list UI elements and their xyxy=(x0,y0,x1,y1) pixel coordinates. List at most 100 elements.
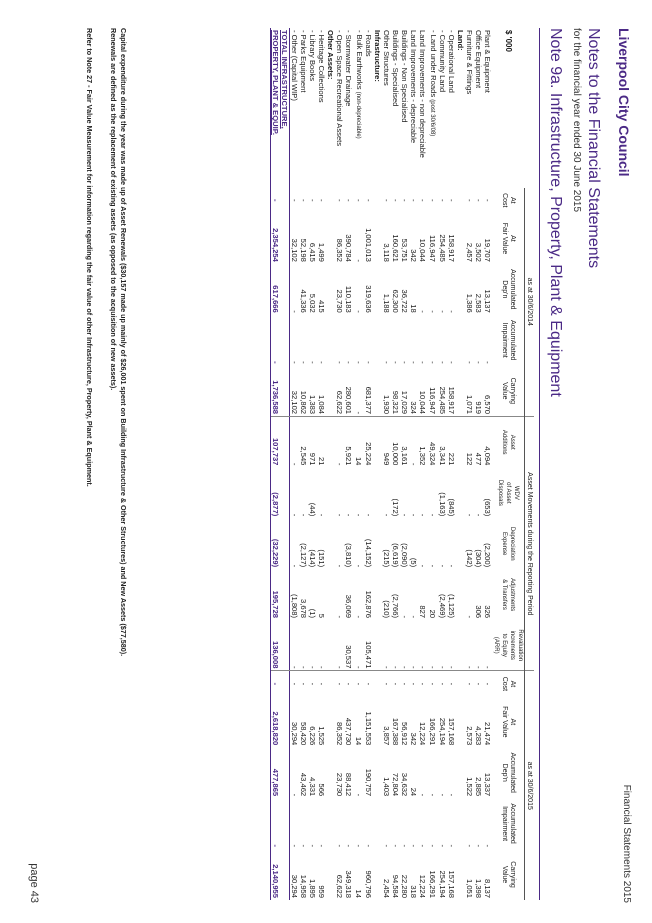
row-label: Furniture & Fittings xyxy=(465,30,474,95)
group-2015-header: as at 30/6/2015 xyxy=(524,670,534,900)
table-cell: 53,751 xyxy=(400,238,409,262)
table-cell: - xyxy=(428,361,437,364)
table-cell: (1,808) xyxy=(290,593,299,619)
table-cell: 1,383 xyxy=(308,395,317,415)
table-cell: - xyxy=(335,361,344,364)
table-cell: 1,522 xyxy=(465,777,474,797)
table-cell: 5,921 xyxy=(344,416,353,468)
table-cell: 349,318 xyxy=(344,870,353,898)
table-cell: - xyxy=(438,665,447,669)
group-2014-header: as at 30/6/2014 xyxy=(524,187,534,417)
table-cell: 41,336 xyxy=(299,289,308,313)
section-row: Land: xyxy=(456,28,465,900)
table-cell: 318 xyxy=(409,885,418,898)
row-label: Land: xyxy=(456,30,465,51)
table-cell: - xyxy=(354,411,363,415)
table-cell: 157,168 xyxy=(447,717,456,746)
table-cell: - xyxy=(438,310,447,313)
total-cell: - xyxy=(270,187,290,213)
table-cell: - xyxy=(409,513,418,517)
row-label: Buildings - Non Specialised xyxy=(400,30,409,123)
table-cell: 94,584 xyxy=(391,874,400,898)
table-cell: (2,127) xyxy=(299,543,308,568)
table-cell: - xyxy=(418,793,427,797)
table-cell: 105,471 xyxy=(364,641,373,669)
table-cell: - xyxy=(447,793,456,797)
table-cell: (2,090) xyxy=(400,543,409,568)
table-cell: - xyxy=(409,665,418,669)
table-cell: 166,291 xyxy=(428,717,437,746)
table-cell: - xyxy=(290,310,299,313)
table-cell: - xyxy=(308,199,317,202)
table-cell xyxy=(326,416,335,468)
table-cell: - xyxy=(418,844,427,848)
table-cell: 971 xyxy=(308,416,317,468)
table-cell xyxy=(326,518,335,569)
table-cell: 1,084 xyxy=(317,395,326,415)
table-cell: - xyxy=(344,513,353,517)
table-cell: - xyxy=(400,361,409,364)
table-cell: - xyxy=(290,513,299,517)
table-cell: 2,583 xyxy=(474,293,483,313)
total-cell: 2,140,955 xyxy=(270,849,290,900)
table-cell: - xyxy=(427,670,438,697)
table-cell xyxy=(456,518,465,569)
table-cell: 116,947 xyxy=(428,234,437,262)
table-cell xyxy=(456,467,465,518)
table-cell: - xyxy=(299,670,308,697)
row-label: Land Improvements - non depreciable xyxy=(418,30,427,158)
table-cell xyxy=(326,747,335,798)
table-cell: - xyxy=(465,615,474,619)
table-cell: - xyxy=(447,665,456,669)
table-cell: - xyxy=(289,670,299,697)
table-cell: - xyxy=(428,513,437,517)
unit-label: $ '000 xyxy=(504,30,514,52)
table-cell: (6,619) xyxy=(391,543,400,568)
total-cell: - xyxy=(270,314,290,366)
table-cell: 58,420 xyxy=(299,722,308,746)
table-cell: - xyxy=(438,844,447,848)
total-cell: 107,737 xyxy=(270,416,290,468)
notes-subtitle: for the financial year ended 30 June 201… xyxy=(571,28,582,213)
table-cell: - xyxy=(335,564,344,568)
table-cell xyxy=(326,569,335,620)
table-cell: 12,224 xyxy=(418,874,427,898)
table-cell: - xyxy=(364,513,373,517)
table-cell: - xyxy=(290,361,299,364)
table-cell: 2,545 xyxy=(299,416,308,468)
total-cell: 477,865 xyxy=(270,747,290,799)
table-cell: - xyxy=(465,199,474,202)
table-cell: - xyxy=(354,615,363,619)
table-cell: (210) xyxy=(382,600,391,619)
table-cell: - xyxy=(438,793,447,797)
table-cell: 166,291 xyxy=(428,870,437,898)
table-cell: 8,137 xyxy=(483,878,492,898)
row-label: - Stormwater Drainage xyxy=(344,30,353,107)
table-cell: - xyxy=(483,844,492,848)
table-cell: - xyxy=(428,844,437,848)
table-cell: - xyxy=(317,670,326,697)
table-cell: - xyxy=(317,844,326,848)
table-cell: 62,622 xyxy=(335,874,344,898)
table-cell: - xyxy=(474,199,483,202)
table-cell: - xyxy=(382,670,391,697)
total-label: TOTAL INFRASTRUCTURE,PROPERTY, PLANT & E… xyxy=(270,28,290,188)
table-cell: 6,226 xyxy=(308,726,317,746)
table-cell: 19,707 xyxy=(483,238,492,262)
table-cell: - xyxy=(465,361,474,364)
table-cell: (414) xyxy=(308,549,317,568)
table-cell xyxy=(326,188,335,213)
footnote-capex: Capital expenditure during the year was … xyxy=(119,28,128,657)
table-cell: - xyxy=(400,665,409,669)
table-cell: - xyxy=(308,361,317,364)
table-cell: 190,757 xyxy=(364,768,373,797)
table-cell: 3,161 xyxy=(400,416,409,468)
table-cell: - xyxy=(364,670,373,697)
table-cell: - xyxy=(447,564,456,568)
table-cell: - xyxy=(483,361,492,364)
table-cell: 30,294 xyxy=(290,874,299,898)
